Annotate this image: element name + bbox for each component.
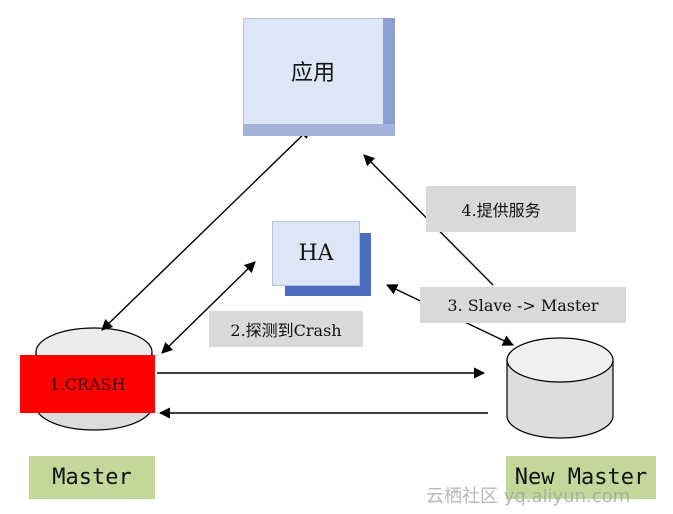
app-node-side: [383, 18, 395, 124]
crash-badge: 1.CRASH: [20, 355, 155, 413]
app-node: [243, 18, 385, 126]
new-master-database-icon: [506, 337, 614, 439]
arrow-ha-master: [161, 261, 256, 354]
step-slave-to-master-label: 3. Slave -> Master: [420, 287, 626, 323]
ha-node: HA: [272, 221, 360, 286]
app-label: 应用: [290, 61, 335, 86]
step-detect-crash-label: 2.探测到Crash: [209, 311, 363, 347]
new-master-role-label: New Master: [506, 456, 656, 499]
step-serve-label: 4.提供服务: [426, 186, 576, 232]
app-node-bottom: [243, 124, 395, 136]
watermark: 云栖社区 yq.aliyun.com: [426, 486, 631, 507]
master-role-label: Master: [29, 456, 155, 499]
arrow-app-master: [101, 127, 311, 331]
